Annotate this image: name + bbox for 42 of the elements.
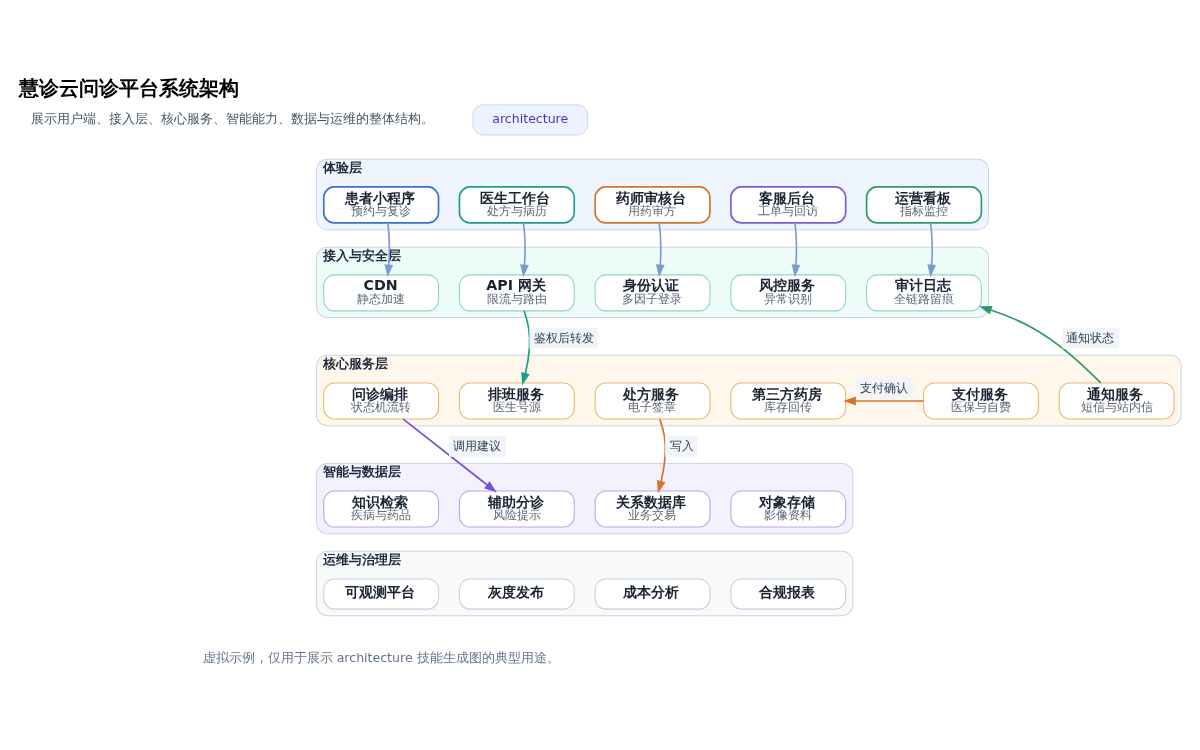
arrow <box>402 418 497 493</box>
edge-label: 支付确认 <box>860 380 909 395</box>
node-box: 身份认证 多因子登录 <box>594 274 711 312</box>
node-box: 患者小程序 预约与复诊 <box>322 186 440 224</box>
node-box: CDN 静态加速 <box>323 274 440 312</box>
edge-label: 通知状态 <box>1066 330 1115 345</box>
label: architecture <box>492 110 569 126</box>
arrow <box>843 396 925 406</box>
arrow <box>791 222 801 278</box>
node-box: 医生工作台 处方与病历 <box>458 186 576 224</box>
node-box: 支付服务 医保与自费 <box>923 382 1039 420</box>
node-box: 客服后台 工单与回访 <box>730 186 847 224</box>
node-box: 辅助分诊 风险提示 <box>458 490 575 528</box>
node-box: 审计日志 全链路留痕 <box>866 274 982 312</box>
node-box: 处方服务 电子签章 <box>594 382 711 420</box>
node-box: 对象存储 影像资料 <box>730 490 847 528</box>
edge-label: 写入 <box>669 438 694 453</box>
caption: 虚拟示例，仅用于展示 architecture 技能生成图的典型用途。 <box>202 649 560 665</box>
node-box: 通知服务 短信与站内信 <box>1058 382 1175 420</box>
arrow <box>927 222 937 278</box>
arrow <box>656 418 667 494</box>
node-box: 知识检索 疾病与药品 <box>323 490 440 528</box>
node-box: 第三方药房 库存回传 <box>730 382 847 420</box>
node-box: 成本分析 <box>594 578 711 610</box>
node-box: 药师审核台 用药审方 <box>594 186 711 224</box>
node-box: 问诊编排 状态机流转 <box>323 382 440 420</box>
node-box: 合规报表 <box>730 578 847 610</box>
arrow <box>655 222 665 278</box>
arrow <box>384 222 394 278</box>
node-box: 关系数据库 业务交易 <box>594 490 711 528</box>
arrow <box>979 306 1102 384</box>
node-box: API 网关 限流与路由 <box>458 274 575 312</box>
node-box: 可观测平台 <box>323 578 440 610</box>
node-box: 排班服务 医生号源 <box>458 382 575 420</box>
arrow <box>520 222 529 278</box>
edge-label: 鉴权后转发 <box>533 330 594 345</box>
edge-label: 调用建议 <box>453 438 502 453</box>
diagram-title: 慧诊云问诊平台系统架构 <box>18 75 239 100</box>
node-box: 灰度发布 <box>458 578 575 610</box>
node-box: 风控服务 异常识别 <box>730 274 847 312</box>
label: 展示用户端、接入层、核心服务、智能能力、数据与运维的整体结构。 <box>30 111 434 127</box>
node-box: 运营看板 指标监控 <box>865 186 983 224</box>
